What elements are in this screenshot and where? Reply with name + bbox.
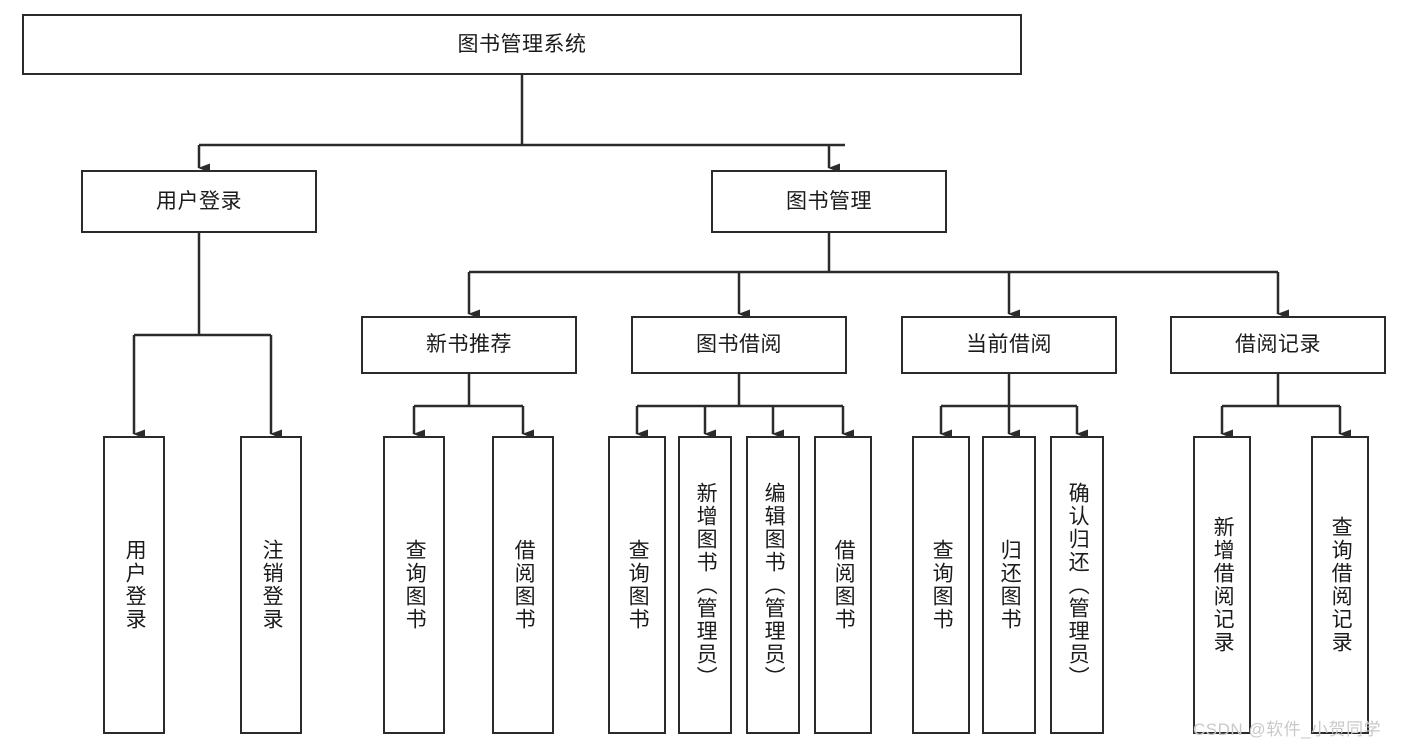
leaf-current-borrow-return-book[interactable]: 归还图书 (982, 436, 1036, 734)
leaf-borrow-record-query-record[interactable]: 查询借阅记录 (1311, 436, 1369, 734)
node-label: 查询借阅记录 (1329, 516, 1353, 654)
csdn-watermark: CSDN @软件_小贺同学 (1193, 720, 1382, 739)
node-label: 注销登录 (260, 539, 284, 631)
leaf-borrow-record-add-record[interactable]: 新增借阅记录 (1193, 436, 1251, 734)
node-label: 图书管理系统 (457, 32, 587, 56)
node-borrow-record[interactable]: 借阅记录 (1170, 316, 1386, 374)
node-label: 图书管理 (786, 189, 872, 213)
node-book-borrow[interactable]: 图书借阅 (631, 316, 847, 374)
node-label: 借阅记录 (1235, 333, 1321, 357)
node-label: 编辑图书（管理员） (762, 481, 786, 689)
node-book-management[interactable]: 图书管理 (711, 170, 947, 233)
node-label: 用户登录 (156, 189, 242, 213)
node-label: 借阅图书 (832, 539, 856, 631)
leaf-current-borrow-confirm-return[interactable]: 确认归还（管理员） (1050, 436, 1104, 734)
node-root-book-management-system[interactable]: 图书管理系统 (22, 14, 1022, 75)
node-label: 新增图书（管理员） (694, 481, 718, 689)
node-new-book-recommend[interactable]: 新书推荐 (361, 316, 577, 374)
leaf-book-borrow-add-book[interactable]: 新增图书（管理员） (678, 436, 732, 734)
leaf-book-borrow-borrow-book[interactable]: 借阅图书 (814, 436, 872, 734)
node-current-borrow[interactable]: 当前借阅 (901, 316, 1117, 374)
node-label: 查询图书 (403, 539, 427, 631)
leaf-user-login-logout[interactable]: 注销登录 (240, 436, 302, 734)
node-user-login[interactable]: 用户登录 (81, 170, 317, 233)
node-label: 图书借阅 (696, 333, 782, 357)
leaf-current-borrow-query-book[interactable]: 查询图书 (912, 436, 970, 734)
node-label: 借阅图书 (512, 539, 536, 631)
leaf-new-book-borrow-book[interactable]: 借阅图书 (492, 436, 554, 734)
node-label: 新书推荐 (426, 333, 512, 357)
node-label: 新增借阅记录 (1211, 516, 1235, 654)
leaf-new-book-query-book[interactable]: 查询图书 (383, 436, 445, 734)
node-label: 查询图书 (930, 539, 954, 631)
node-label: 用户登录 (123, 539, 147, 631)
node-label: 确认归还（管理员） (1066, 481, 1090, 689)
node-label: 当前借阅 (966, 333, 1052, 357)
node-label: 查询图书 (626, 539, 650, 631)
node-label: 归还图书 (998, 539, 1022, 631)
leaf-book-borrow-edit-book[interactable]: 编辑图书（管理员） (746, 436, 800, 734)
leaf-user-login-login[interactable]: 用户登录 (103, 436, 165, 734)
leaf-book-borrow-query-book[interactable]: 查询图书 (608, 436, 666, 734)
